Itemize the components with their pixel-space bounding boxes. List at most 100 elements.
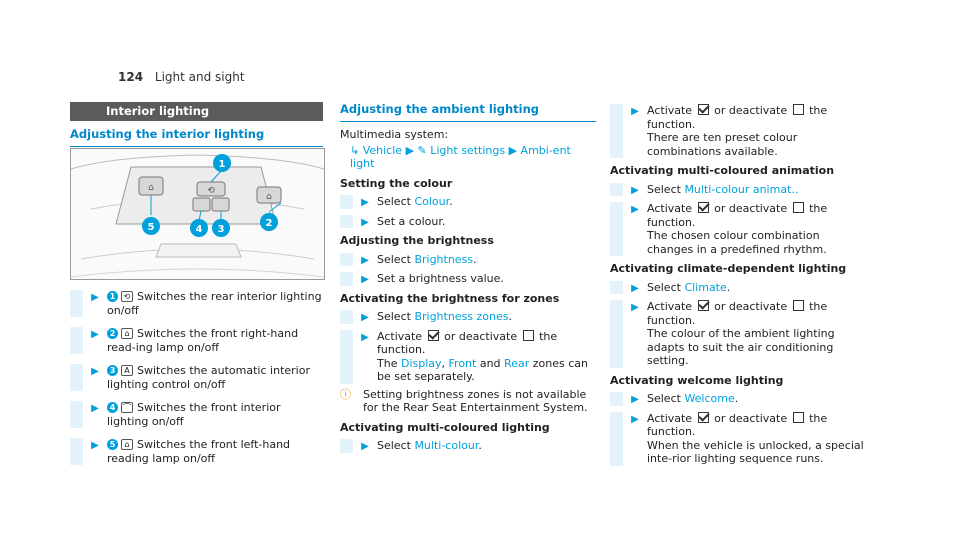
zones-title: Activating the brightness for zones bbox=[340, 291, 560, 305]
list-item: ▶ Select Brightness zones. bbox=[340, 310, 596, 324]
svg-text:⟲: ⟲ bbox=[207, 186, 215, 196]
brightness-title: Adjusting the brightness bbox=[340, 234, 494, 247]
info-icon: ⓘ bbox=[340, 387, 351, 401]
arrow-icon: ▶ bbox=[91, 329, 99, 340]
overhead-control-panel-figure: ⌂ ⟲ ⌂ 1 2 3 4 bbox=[70, 148, 325, 280]
welcome-title: Activating welcome lighting bbox=[610, 373, 784, 387]
nav-vehicle-link[interactable]: Vehicle bbox=[362, 143, 403, 157]
checkbox-checked-icon bbox=[427, 329, 439, 341]
arrow-icon: ▶ bbox=[361, 254, 369, 266]
front-link[interactable]: Front bbox=[448, 356, 477, 370]
list-item: ▶ Select Multi-colour. bbox=[340, 439, 596, 453]
svg-text:⌂: ⌂ bbox=[266, 192, 272, 202]
rear-lamp-icon: ⟲ bbox=[121, 291, 133, 302]
interior-lighting-heading: Adjusting the interior lighting bbox=[70, 127, 323, 147]
list-item: ▶ 2⌂Switches the front right-hand read-i… bbox=[70, 327, 323, 354]
multi-colour-animation-link[interactable]: Multi-colour animat.. bbox=[684, 182, 799, 196]
reading-lamp-icon: ⌂ bbox=[121, 439, 133, 450]
arrow-icon: ▶ bbox=[361, 441, 369, 452]
arrow-icon: ▶ bbox=[361, 274, 369, 285]
callout-number: 5 bbox=[107, 439, 118, 450]
checkbox-checked-icon bbox=[697, 411, 709, 423]
callout-2: 2 bbox=[260, 213, 278, 231]
list-item: ▶ Select Welcome. bbox=[610, 392, 866, 406]
callout-number: 4 bbox=[107, 402, 118, 413]
page-header: 124 Light and sight bbox=[118, 70, 245, 84]
checkbox-checked-icon bbox=[697, 300, 709, 311]
climate-title: Activating climate-dependent lighting bbox=[610, 262, 847, 275]
list-item: ▶ Select Multi-colour animat.. bbox=[610, 182, 866, 196]
brightness-link[interactable]: Brightness bbox=[414, 252, 474, 266]
nav-arrow-icon: ▶ bbox=[405, 143, 415, 157]
callout-5: 5 bbox=[142, 217, 160, 235]
arrow-icon: ▶ bbox=[361, 197, 369, 208]
arrow-icon: ▶ bbox=[91, 440, 99, 451]
checkbox-checked-icon bbox=[697, 202, 709, 213]
list-item: ▶ Set a brightness value. bbox=[340, 272, 596, 286]
nav-ambient-light-link[interactable]: Ambi-ent light bbox=[350, 143, 571, 171]
page-number: 124 bbox=[118, 70, 144, 84]
section-band: Interior lighting bbox=[70, 102, 323, 121]
welcome-link[interactable]: Welcome bbox=[684, 392, 735, 405]
nav-path: ↳ Vehicle ▶ ✎ Light settings ▶ Ambi-ent … bbox=[340, 144, 596, 171]
reading-lamp-icon: ⌂ bbox=[121, 328, 133, 339]
checkbox-checked-icon bbox=[697, 104, 709, 115]
colour-link[interactable]: Colour bbox=[414, 195, 450, 208]
nav-light-settings-link[interactable]: Light settings bbox=[430, 143, 506, 157]
middle-column: Adjusting the ambient lighting Multimedi… bbox=[340, 102, 596, 453]
checkbox-empty-icon bbox=[792, 202, 804, 213]
list-item: ▶ Select Colour. bbox=[340, 195, 596, 209]
info-note: ⓘ Setting brightness zones is not availa… bbox=[340, 387, 588, 415]
list-item: ▶ 4⌒Switches the front interior lighting… bbox=[70, 401, 323, 428]
callout-number: 1 bbox=[107, 291, 118, 302]
callout-3: 3 bbox=[212, 219, 230, 237]
arrow-icon: ▶ bbox=[631, 302, 639, 313]
list-item: ▶ Activate or deactivate the function. W… bbox=[610, 411, 866, 466]
switch-list: ▶ 1⟲Switches the rear interior lighting … bbox=[70, 290, 323, 465]
list-item: ▶ Activate or deactivate the function. T… bbox=[610, 202, 866, 256]
left-column: Interior lighting Adjusting the interior… bbox=[70, 102, 323, 147]
list-item: ▶ Select Climate. bbox=[610, 280, 866, 294]
rear-link[interactable]: Rear bbox=[504, 356, 530, 370]
list-item: ▶ 1⟲Switches the rear interior lighting … bbox=[70, 290, 323, 317]
lamp-button-center-bottom bbox=[192, 197, 230, 212]
arrow-icon: ▶ bbox=[631, 413, 639, 425]
multi-colour-link[interactable]: Multi-colour bbox=[414, 439, 479, 452]
svg-text:1: 1 bbox=[219, 159, 226, 170]
svg-text:5: 5 bbox=[148, 222, 155, 233]
callout-number: 2 bbox=[107, 328, 118, 339]
checkbox-empty-icon bbox=[522, 329, 534, 341]
checkbox-empty-icon bbox=[792, 300, 804, 311]
setting-colour-title: Setting the colour bbox=[340, 176, 453, 190]
svg-text:4: 4 bbox=[196, 224, 203, 235]
callout-1: 1 bbox=[213, 154, 231, 172]
arrow-icon: ▶ bbox=[361, 331, 369, 343]
arrow-icon: ▶ bbox=[631, 282, 639, 294]
brightness-zones-link[interactable]: Brightness zones bbox=[414, 310, 509, 323]
callout-number: 3 bbox=[107, 365, 118, 376]
arrow-icon: ▶ bbox=[631, 394, 639, 405]
arrow-icon: ▶ bbox=[91, 292, 99, 303]
climate-link[interactable]: Climate bbox=[684, 280, 727, 294]
lamp-button-left: ⌂ bbox=[138, 176, 164, 196]
checkbox-empty-icon bbox=[792, 104, 804, 115]
arrow-icon: ▶ bbox=[91, 403, 99, 414]
list-item: ▶ Activate or deactivate the function. T… bbox=[610, 104, 866, 158]
arrow-icon: ▶ bbox=[361, 216, 369, 228]
display-link[interactable]: Display bbox=[400, 356, 442, 370]
auto-lamp-icon: A bbox=[121, 365, 133, 376]
lamp-button-center-top: ⟲ bbox=[196, 181, 226, 197]
arrow-icon: ▶ bbox=[91, 366, 99, 377]
section-title: Light and sight bbox=[154, 70, 245, 84]
list-item: ▶ Activate or deactivate the function. T… bbox=[610, 300, 866, 368]
arrow-icon: ▶ bbox=[631, 106, 639, 117]
ambient-lighting-heading: Adjusting the ambient lighting bbox=[340, 102, 596, 122]
nav-arrow-icon: ▶ bbox=[508, 143, 518, 157]
light-settings-icon: ✎ bbox=[417, 143, 427, 157]
return-arrow-icon: ↳ bbox=[350, 143, 360, 157]
multi-title: Activating multi-coloured lighting bbox=[340, 420, 550, 434]
list-item: ▶ Select Brightness. bbox=[340, 252, 596, 266]
lamp-button-right: ⌂ bbox=[256, 186, 282, 204]
animation-title: Activating multi-coloured animation bbox=[610, 164, 835, 177]
callout-4: 4 bbox=[190, 219, 208, 237]
